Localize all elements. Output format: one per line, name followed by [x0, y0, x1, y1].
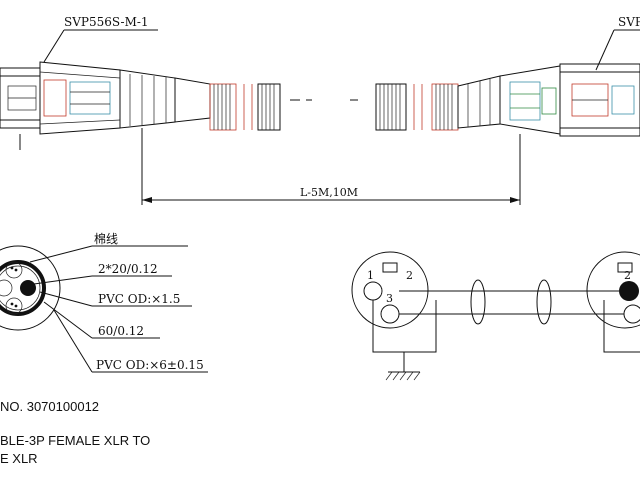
right-cable-segment — [350, 83, 459, 131]
left-xlr-connector — [0, 61, 211, 150]
left-label-leader — [43, 29, 65, 63]
right-pin-2-label: 2 — [624, 269, 631, 282]
jacket-spec-label: PVC OD:×6±0.15 — [96, 358, 204, 372]
pinout-wires — [372, 279, 640, 381]
right-xlr-pinout — [586, 251, 640, 329]
right-xlr-connector — [457, 63, 640, 205]
left-pin-2-label: 2 — [406, 269, 413, 282]
part-number-label: NO. 3070100012 — [0, 399, 99, 414]
left-pin-3-label: 3 — [386, 292, 393, 305]
cable-cross-section — [0, 245, 61, 331]
right-connector-part-label: SVP556S-F-1 — [618, 15, 640, 29]
shield-label: 棉线 — [94, 232, 118, 246]
description-line-1: BLE-3P FEMALE XLR TO — [0, 433, 150, 448]
insulation-spec-label: PVC OD:×1.5 — [98, 292, 180, 306]
left-xlr-pinout — [351, 251, 429, 329]
description-line-2: E XLR — [0, 451, 38, 466]
right-label-leader — [595, 29, 615, 71]
left-connector-part-label: SVP556S-M-1 — [64, 15, 149, 29]
shield-spec-label: 60/0.12 — [98, 324, 144, 338]
left-pin-1-label: 1 — [367, 269, 374, 282]
conductor-spec-label: 2*20/0.12 — [98, 262, 158, 276]
left-cable-segment — [209, 83, 312, 131]
cross-section-leaders — [29, 245, 208, 373]
length-dimension — [141, 128, 520, 205]
length-dimension-label: L-5M,10M — [300, 186, 358, 199]
